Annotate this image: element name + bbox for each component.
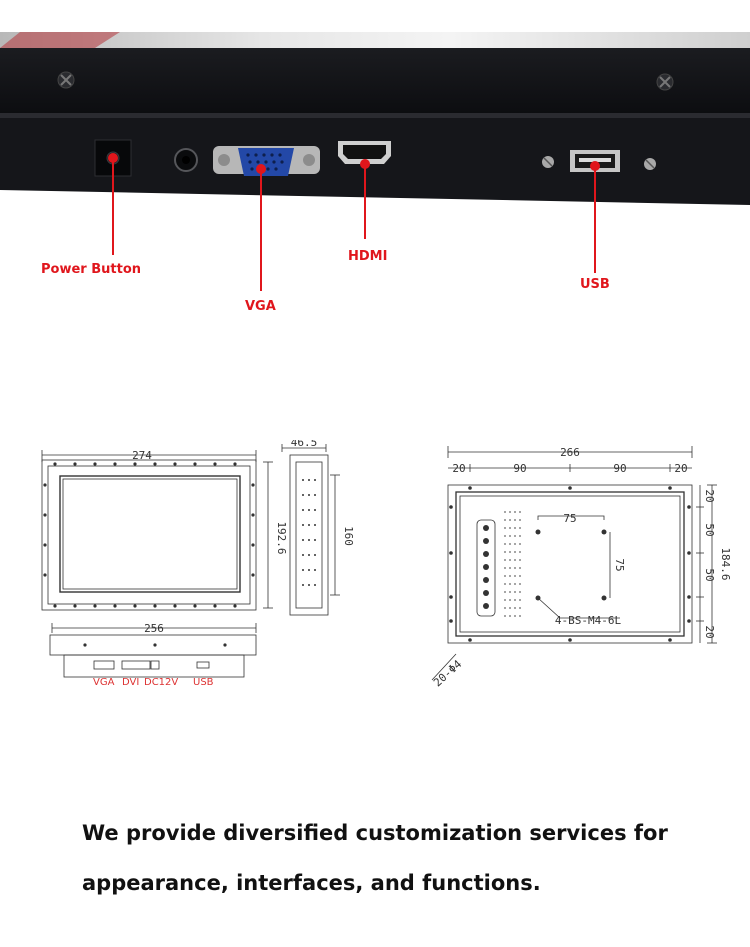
- dim-width: 274: [132, 449, 152, 462]
- dim-depth: 46.5: [291, 440, 318, 449]
- dim-bottom-width: 256: [144, 622, 164, 635]
- vga-port-icon: [213, 146, 320, 176]
- hdmi-port-icon: [338, 141, 391, 164]
- dim-vesa-v: 75: [613, 558, 626, 571]
- dim-side-50-b: 50: [703, 568, 716, 581]
- port-label-dvi: DVI: [122, 677, 140, 688]
- screw-icon: [656, 73, 674, 91]
- dim-side-20-top: 20: [703, 489, 716, 502]
- dim-vesa-h: 75: [563, 512, 576, 525]
- port-label-vga: VGA: [93, 677, 115, 688]
- dim-seg-b: 90: [513, 462, 526, 475]
- front-dimension-drawing: 274 192.6 46.5 160 256: [30, 436, 360, 700]
- monitor-bottom-illustration: [0, 32, 750, 258]
- dim-height: 192.6: [275, 521, 288, 554]
- holes-spec: 20-Φ4: [431, 657, 465, 689]
- vent-grid: [502, 510, 524, 620]
- dim-side-height: 160: [342, 526, 355, 546]
- callout-vga: VGA: [245, 299, 276, 314]
- slogan-line-1: We provide diversified customization ser…: [82, 821, 668, 845]
- callout-power-button: Power Button: [41, 262, 142, 277]
- rear-dimension-drawing: 266 20 90 90 20 75 75 4-BS-M4-6L 20-Φ4 1…: [420, 440, 732, 700]
- port-label-usb: USB: [193, 677, 214, 688]
- screw-icon: [542, 156, 554, 168]
- screw-icon: [644, 158, 656, 170]
- screw-spec: 4-BS-M4-6L: [555, 614, 622, 627]
- callout-hdmi: HDMI: [348, 249, 388, 264]
- slogan-line-2: appearance, interfaces, and functions.: [82, 871, 541, 895]
- dim-side-50-a: 50: [703, 523, 716, 536]
- callout-line-extensions: [112, 215, 596, 291]
- screw-icon: [57, 71, 75, 89]
- callout-usb: USB: [580, 277, 610, 292]
- port-label-dc12v: DC12V: [144, 677, 179, 688]
- dim-seg-a: 20: [452, 462, 465, 475]
- dim-total-width: 266: [560, 446, 580, 459]
- dim-seg-d: 20: [674, 462, 687, 475]
- dim-side-20-bottom: 20: [703, 625, 716, 638]
- dim-seg-c: 90: [613, 462, 626, 475]
- dim-rear-height: 184.6: [719, 547, 730, 580]
- product-photo: [0, 0, 750, 258]
- audio-jack-icon: [174, 148, 198, 172]
